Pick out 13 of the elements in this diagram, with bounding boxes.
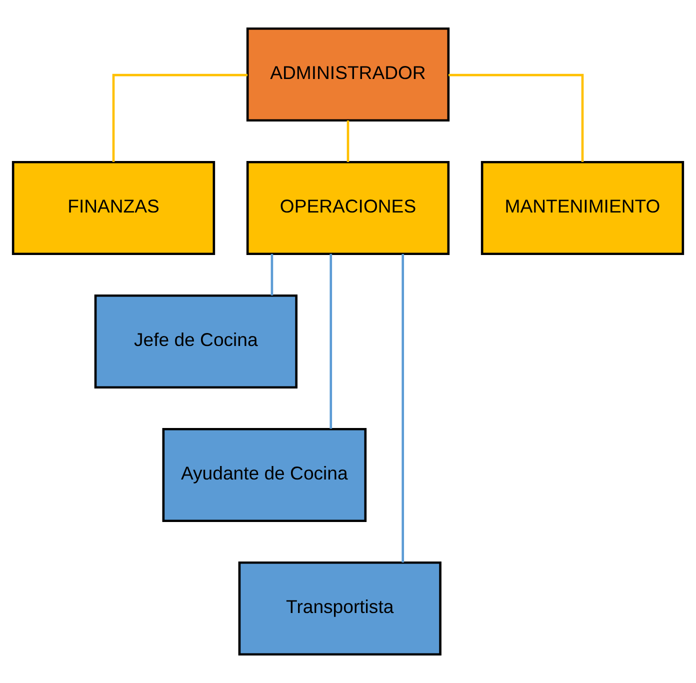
node-box: Transportista bbox=[238, 561, 442, 656]
node-box: OPERACIONES bbox=[246, 160, 450, 256]
connector bbox=[330, 254, 332, 429]
connector bbox=[448, 74, 584, 162]
node-box: Ayudante de Cocina bbox=[162, 428, 367, 522]
connector bbox=[402, 254, 404, 562]
connector bbox=[112, 74, 248, 162]
connector bbox=[270, 254, 274, 296]
node-box: ADMINISTRADOR bbox=[246, 27, 450, 122]
node-box: Jefe de Cocina bbox=[94, 294, 298, 389]
node-box: FINANZAS bbox=[12, 160, 216, 256]
node-box: MANTENIMIENTO bbox=[480, 160, 684, 256]
connector bbox=[346, 120, 350, 162]
